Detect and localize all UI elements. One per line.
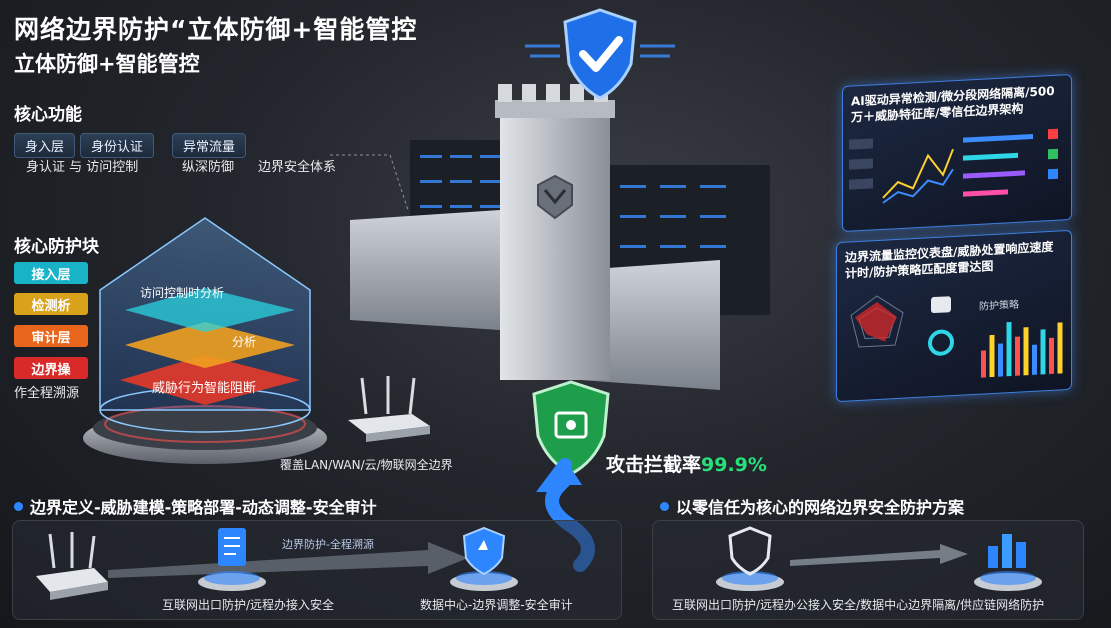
traffic-dashboard-chart [850, 295, 954, 356]
core-function-text-defense: 纵深防御 [182, 160, 235, 175]
core-function-chip-anomaly: 异常流量 [172, 133, 247, 158]
core-function-text-system: 边界安全体系 [258, 160, 337, 175]
connector-line [330, 154, 409, 211]
bullet-dot [14, 501, 23, 511]
policy-bar [1049, 337, 1054, 375]
bullet-dot [660, 501, 669, 511]
policy-bar [1032, 344, 1037, 375]
policy-bar-chart [981, 321, 1063, 378]
workflow-caption-3: 互联网出口防护/远程办公接入安全/数据中心边界隔离/供应链网络防护 [672, 598, 1045, 612]
core-function-chip-access: 身入层 [14, 133, 76, 158]
policy-bar [1040, 329, 1046, 375]
document-icon [198, 528, 266, 591]
interception-value: 99.9% [701, 454, 767, 476]
policy-bar [1006, 321, 1012, 377]
traffic-dashboard-panel: 边界流量监控仪表盘/威胁处置响应速度计时/防护策略匹配度雷达图 防护策略 [836, 229, 1072, 403]
ai-detection-chart [849, 128, 1058, 204]
router-caption: 覆盖LAN/WAN/云/物联网全边界 [280, 458, 453, 472]
shield-pedestal-icon [450, 526, 518, 591]
policy-bar [1023, 327, 1029, 376]
workflow-left-title: 边界定义-威胁建模-策略部署-动态调整-安全审计 [14, 494, 377, 518]
fortress-illustration [350, 84, 770, 390]
policy-bar [1057, 322, 1063, 374]
layer-footer-text: 作全程溯源 [14, 386, 80, 401]
layer-tag-audit: 审计层 [14, 325, 88, 347]
core-function-chip-identity: 身份认证 [80, 133, 155, 158]
shield-check-icon [525, 8, 675, 100]
plate-text-analysis: 分析 [232, 335, 257, 349]
page-title: 网络边界防护“立体防御+智能管控 [14, 15, 418, 44]
workflow-caption-1: 互联网出口防护/远程办接入安全 [162, 598, 335, 612]
core-functions-heading: 核心功能 [14, 105, 82, 125]
page-subtitle: 立体防御+智能管控 [14, 52, 200, 76]
interception-label: 攻击拦截率 [606, 454, 702, 476]
policy-bar [981, 350, 986, 378]
layer-tag-boundary: 边界操 [14, 357, 88, 379]
protection-block-heading: 核心防护块 [14, 237, 99, 257]
traffic-dashboard-sub-label: 防护策略 [979, 299, 1019, 313]
policy-bar [998, 343, 1003, 377]
plate-text-block: 威胁行为智能阻断 [152, 381, 257, 396]
router-icon [348, 376, 430, 442]
workflow-right-title: 以零信任为核心的网络边界安全防护方案 [660, 494, 964, 518]
protection-dome [83, 217, 327, 464]
workflow-left-title-text: 边界定义-威胁建模-策略部署-动态调整-安全审计 [30, 498, 377, 517]
policy-bar [989, 334, 995, 378]
workflow-right-title-text: 以零信任为核心的网络边界安全防护方案 [676, 498, 965, 517]
ai-detection-panel: AI驱动异常检测/微分段网络隔离/500万＋威胁特征库/零信任边界架构 [842, 73, 1072, 233]
workflow-arrow-band [108, 542, 468, 578]
workflow-arrow-label: 边界防护-全程溯源 [282, 538, 374, 551]
right-workflow-arrow [790, 544, 968, 566]
core-function-text-auth: 身认证 与 访问控制 [26, 160, 139, 175]
interception-rate: 攻击拦截率99.9% [606, 450, 767, 477]
layer-tag-access: 接入层 [14, 262, 88, 284]
policy-bar [1015, 336, 1020, 376]
workflow-router-icon [36, 532, 108, 600]
plate-text-access: 访问控制时分析 [140, 286, 225, 300]
data-center-icon [974, 534, 1042, 591]
layer-tag-detect: 检测析 [14, 293, 88, 315]
workflow-caption-2: 数据中心-边界调整-安全审计 [420, 598, 573, 612]
right-shield-pedestal-icon [716, 526, 784, 591]
